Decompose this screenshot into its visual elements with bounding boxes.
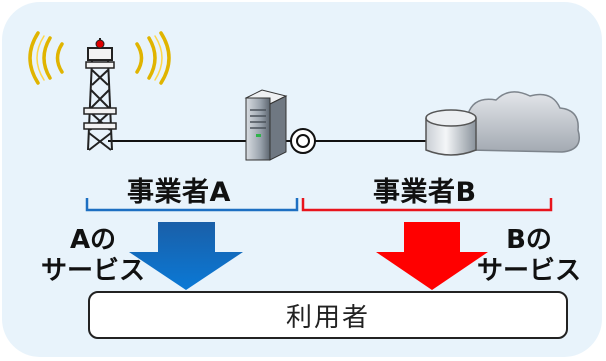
- service-a-line2: サービス: [40, 256, 145, 286]
- user-label: 利用者: [285, 302, 370, 333]
- service-b-line1: Bの: [506, 225, 552, 255]
- service-b-label: Bの サービス: [454, 225, 604, 287]
- server-icon: [244, 89, 288, 161]
- storage-drum-icon: [425, 109, 477, 156]
- operator-b-label: 事業者B: [373, 177, 477, 208]
- service-a-arrow: [129, 222, 243, 290]
- operator-a-label: 事業者A: [127, 177, 231, 208]
- service-a-line1: Aの: [69, 225, 117, 255]
- operator-b-bracket: [301, 198, 553, 212]
- service-b-arrow: [376, 222, 488, 290]
- operator-a-bracket: [85, 198, 299, 212]
- user-box: 利用者: [88, 291, 568, 339]
- service-a-label: Aの サービス: [18, 225, 168, 287]
- service-b-line2: サービス: [476, 256, 581, 286]
- radio-tower-icon: [28, 31, 171, 151]
- connection-point-icon: [290, 128, 316, 154]
